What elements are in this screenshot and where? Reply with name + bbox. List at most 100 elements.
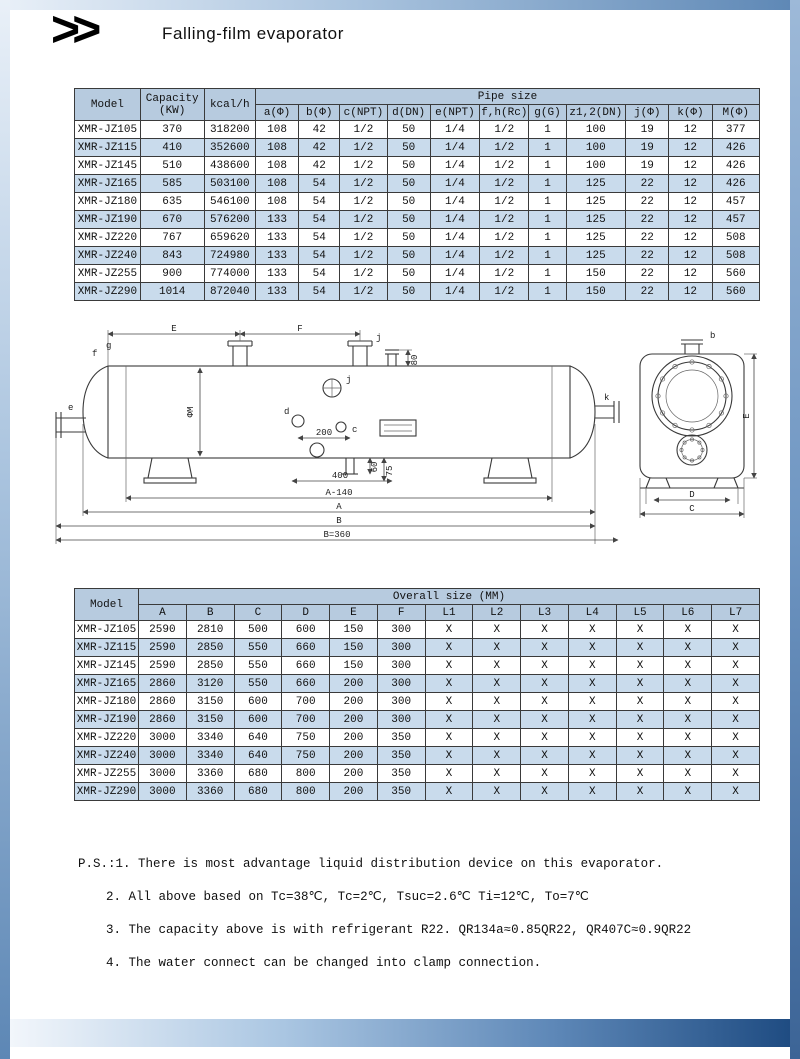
value-cell: X <box>567 674 617 693</box>
model-cell: XMR-JZ240 <box>74 746 139 765</box>
value-cell: X <box>711 782 760 801</box>
value-cell: 150 <box>329 620 378 639</box>
column-header: a(Φ) <box>254 104 300 121</box>
nozzle-label-c: c <box>352 425 357 435</box>
value-cell: 3150 <box>185 692 235 711</box>
value-cell: 133 <box>254 282 300 301</box>
value-cell: 872040 <box>203 282 256 301</box>
value-cell: 133 <box>254 210 300 229</box>
value-cell: 1 <box>528 282 567 301</box>
value-cell: 1/2 <box>479 192 530 211</box>
value-cell: X <box>615 782 665 801</box>
model-header: Model <box>74 588 139 621</box>
value-cell: 125 <box>565 246 627 265</box>
value-cell: 1/2 <box>479 210 530 229</box>
value-cell: 508 <box>711 246 761 265</box>
value-cell: 318200 <box>203 120 256 139</box>
value-cell: 125 <box>565 192 627 211</box>
value-cell: 600 <box>281 620 331 639</box>
model-cell: XMR-JZ220 <box>74 728 139 747</box>
value-cell: 700 <box>281 692 331 711</box>
value-cell: 550 <box>233 656 283 675</box>
footnotes: P.S.:1. There is most advantage liquid d… <box>78 856 750 988</box>
dim-label-b360: B=360 <box>323 530 350 540</box>
value-cell: X <box>472 638 522 657</box>
value-cell: X <box>472 782 522 801</box>
value-cell: 1/4 <box>429 282 481 301</box>
value-cell: 12 <box>668 210 713 229</box>
bottom-gradient-bar <box>10 1019 790 1047</box>
value-cell: X <box>663 782 713 801</box>
model-cell: XMR-JZ290 <box>74 782 139 801</box>
value-cell: 3340 <box>185 728 235 747</box>
value-cell: 1/4 <box>429 228 481 247</box>
value-cell: X <box>520 782 569 801</box>
value-cell: 133 <box>254 264 300 283</box>
value-cell: 508 <box>711 228 761 247</box>
value-cell: 550 <box>233 674 283 693</box>
value-cell: 670 <box>139 210 205 229</box>
value-cell: 3150 <box>185 710 235 729</box>
value-cell: 350 <box>376 728 426 747</box>
value-cell: 500 <box>233 620 283 639</box>
value-cell: X <box>520 764 569 783</box>
value-cell: 300 <box>376 710 426 729</box>
pipe-columns-row: a(Φ)b(Φ)c(NPT)d(DN)e(NPT)f,h(Rc)g(G)z1,2… <box>75 104 761 121</box>
value-cell: X <box>424 728 474 747</box>
value-cell: 50 <box>386 174 431 193</box>
model-cell: XMR-JZ105 <box>74 120 141 139</box>
value-cell: X <box>520 674 569 693</box>
dim-label-400: 400 <box>332 471 348 481</box>
model-header: Model <box>74 88 141 121</box>
value-cell: 125 <box>565 210 627 229</box>
column-header: z1,2(DN) <box>565 104 627 121</box>
value-cell: X <box>424 692 474 711</box>
value-cell: X <box>663 764 713 783</box>
value-cell: 3000 <box>138 782 187 801</box>
note-line: P.S.:1. There is most advantage liquid d… <box>78 857 664 871</box>
value-cell: X <box>567 692 617 711</box>
value-cell: 352600 <box>203 138 256 157</box>
value-cell: X <box>615 674 665 693</box>
value-cell: 133 <box>254 228 300 247</box>
value-cell: 1/4 <box>429 156 481 175</box>
value-cell: X <box>663 710 713 729</box>
value-cell: 1 <box>528 138 567 157</box>
value-cell: 510 <box>139 156 205 175</box>
value-cell: X <box>615 692 665 711</box>
dim-label-a140: A-140 <box>325 488 352 498</box>
value-cell: 2850 <box>185 638 235 657</box>
model-cell: XMR-JZ180 <box>74 192 141 211</box>
pipe-size-table: Model Capacity(KW) kcal/h Pipe size a(Φ)… <box>74 88 761 301</box>
value-cell: X <box>520 638 569 657</box>
value-cell: 200 <box>329 782 378 801</box>
column-header: L6 <box>663 604 713 621</box>
value-cell: X <box>520 710 569 729</box>
nozzle-label-b: b <box>710 331 715 341</box>
value-cell: 200 <box>329 674 378 693</box>
column-header: j(Φ) <box>625 104 670 121</box>
brand-chevrons-logo: >> <box>50 1 100 57</box>
value-cell: 1/2 <box>339 228 388 247</box>
value-cell: 1/2 <box>339 174 388 193</box>
value-cell: 42 <box>298 138 341 157</box>
value-cell: 50 <box>386 156 431 175</box>
column-header: L3 <box>520 604 569 621</box>
value-cell: X <box>663 656 713 675</box>
value-cell: 200 <box>329 764 378 783</box>
value-cell: X <box>520 746 569 765</box>
value-cell: 300 <box>376 692 426 711</box>
value-cell: X <box>424 656 474 675</box>
value-cell: 800 <box>281 764 331 783</box>
value-cell: 774000 <box>203 264 256 283</box>
value-cell: X <box>567 728 617 747</box>
end-dim-label-e: E <box>742 413 752 418</box>
value-cell: 50 <box>386 192 431 211</box>
column-header: E <box>329 604 378 621</box>
value-cell: X <box>520 656 569 675</box>
